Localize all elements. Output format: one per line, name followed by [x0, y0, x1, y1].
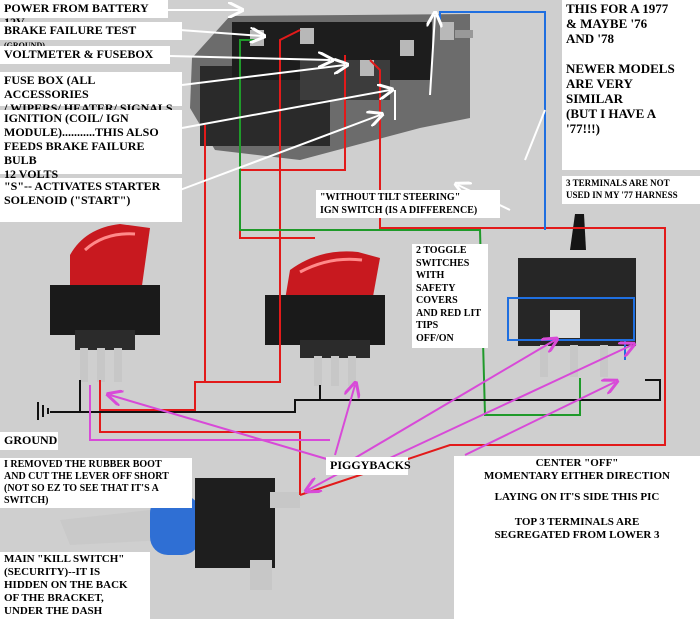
label-top-three-terminals: TOP 3 TERMINALS ARE SEGREGATED FROM LOWE… [494, 516, 660, 541]
label-laying-on-side: LAYING ON IT'S SIDE THIS PIC [494, 491, 660, 503]
label-toggle-switches: 2 TOGGLE SWITCHES WITH SAFETY COVERS AND… [412, 244, 488, 348]
label-brake-failure-test-main: BRAKE FAILURE TEST [4, 23, 137, 37]
piggyback-wires [89, 340, 632, 490]
label-power-from-battery: POWER FROM BATTERY 12V [0, 0, 168, 29]
label-rubber-boot: I REMOVED THE RUBBER BOOT AND CUT THE LE… [0, 458, 192, 508]
label-brake-failure-test: BRAKE FAILURE TEST (GROUND) [0, 22, 182, 50]
black-wires [50, 379, 661, 413]
label-kill-switch: MAIN "KILL SWITCH" (SECURITY)--IT IS HID… [0, 552, 150, 619]
label-without-tilt: "WITHOUT TILT STEERING" IGN SWITCH (IS A… [316, 190, 500, 218]
label-piggybacks: PIGGYBACKS [326, 457, 411, 475]
ground-symbol [37, 402, 49, 420]
label-starter: "S"-- ACTIVATES STARTER SOLENOID ("START… [0, 178, 182, 222]
label-fuse-box: FUSE BOX (ALL ACCESSORIES / WIPERS/ HEAT… [0, 72, 182, 115]
label-voltmeter-fusebox: VOLTMETER & FUSEBOX [0, 46, 170, 64]
toggle-switch-2 [265, 251, 385, 386]
ignition-switch-bracket [190, 14, 473, 160]
label-center-off: CENTER "OFF" MOMENTARY EITHER DIRECTION [454, 456, 700, 619]
label-pointers [167, 10, 546, 211]
green-wire [239, 39, 581, 416]
label-ignition: IGNITION (COIL/ IGN MODULE)...........TH… [0, 110, 182, 181]
label-ground: GROUND [0, 432, 58, 450]
label-brake-failure-test-ground: (GROUND) [4, 41, 45, 50]
toggle-switch-1 [50, 224, 160, 382]
kill-switch [60, 478, 300, 590]
momentary-switch [518, 214, 636, 377]
red-wires [99, 29, 666, 496]
label-unused-terminals: 3 TERMINALS ARE NOT USED IN MY '77 HARNE… [562, 176, 700, 204]
label-year-note: THIS FOR A 1977 & MAYBE '76 AND '78 NEWE… [562, 0, 700, 170]
